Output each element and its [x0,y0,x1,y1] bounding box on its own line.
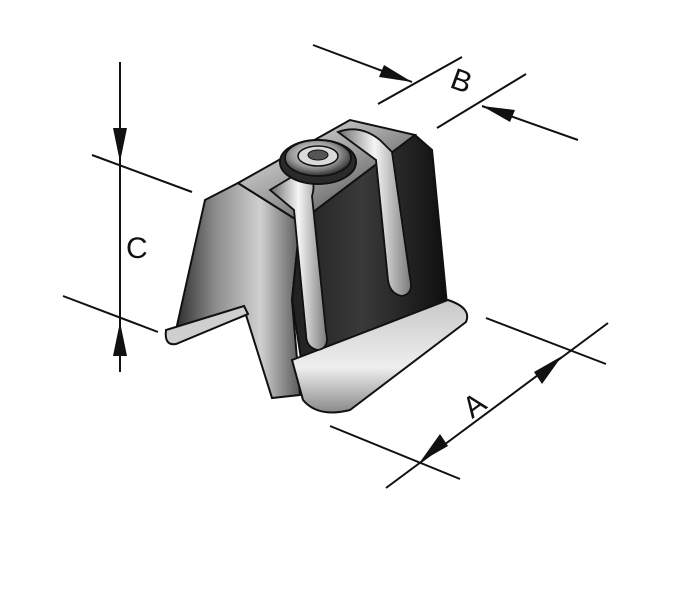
clip-nut [279,139,357,185]
dimension-a-arrow-top [534,356,562,384]
clip-left-leg-edge [164,304,250,346]
dimension-c-extension-top [91,154,193,193]
dimension-c-arrow-bottom [113,322,127,356]
dimension-a-arrow-bottom [420,434,448,462]
clip-foot-flange [290,298,469,414]
clip-left-leg [166,181,302,400]
dimension-c: C [62,62,193,372]
dimension-a-extension-right [485,317,607,365]
dimension-b-arrow-left [379,65,412,82]
dimension-a-extension-left [329,425,461,480]
dimension-b-extension-left [377,56,463,105]
dimension-a-line [385,322,609,489]
dimension-c-extension-bottom [62,295,159,333]
dimension-c-label: C [126,232,148,265]
dimension-b-extension-right [436,73,527,129]
dimension-b-arrow-right [482,106,515,122]
spring-clip [164,118,469,414]
dimension-b-label: B [446,62,476,100]
clip-right-rib [336,128,412,297]
dimension-c-arrow-top [113,128,127,162]
dimension-a-label: A [457,386,493,424]
